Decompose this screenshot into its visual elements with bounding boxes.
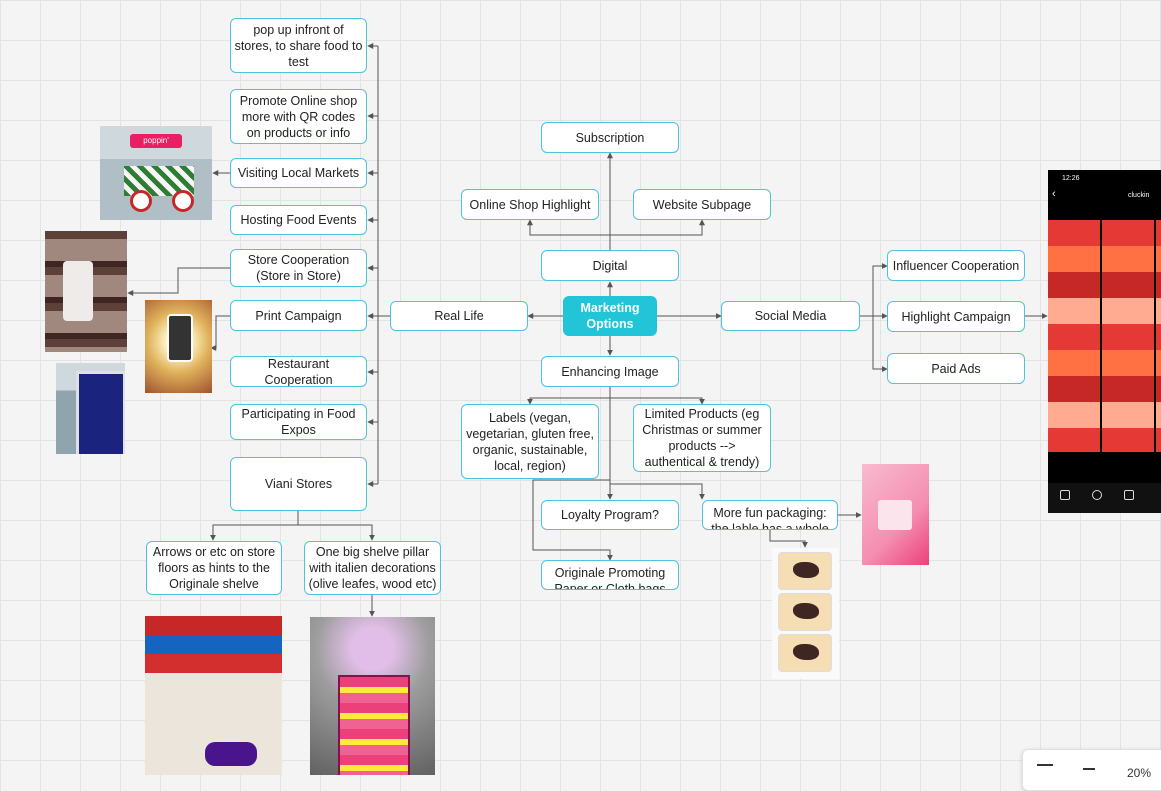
fit-to-screen-icon[interactable] [1037,764,1053,780]
node-labels[interactable]: Labels (vegan, vegetarian, gluten free, … [461,404,599,479]
node-pop-up[interactable]: pop up infront of stores, to share food … [230,18,367,73]
home-icon [1060,490,1070,500]
back-arrow-icon: ‹ [1052,188,1056,200]
phone-handle: cluckin [1128,192,1150,199]
phone-navbar [1048,483,1161,513]
cart-sign: poppin' [130,134,182,148]
zoom-controls: 20% [1022,749,1161,791]
center-node-marketing-options[interactable]: Marketing Options [563,296,657,336]
node-digital[interactable]: Digital [541,250,679,281]
node-restaurant-cooperation[interactable]: Restaurant Cooperation [230,356,367,387]
reels-icon [1124,490,1134,500]
node-online-shop-highlight[interactable]: Online Shop Highlight [461,189,599,220]
zoom-out-icon[interactable] [1083,768,1095,770]
packaging-labels-image[interactable] [772,548,839,679]
node-paid-ads[interactable]: Paid Ads [887,353,1025,384]
node-highlight-campaign[interactable]: Highlight Campaign [887,301,1025,332]
store-shelf-image[interactable] [45,231,127,352]
feed-grid [1048,220,1161,452]
node-website-subpage[interactable]: Website Subpage [633,189,771,220]
floor-arrows-image[interactable] [145,616,282,775]
node-loyalty-program[interactable]: Loyalty Program? [541,500,679,530]
oatly-store-display-image[interactable] [56,363,125,454]
node-shelve-pillar[interactable]: One big shelve pillar with italien decor… [304,541,441,595]
shelf-pillar-display-image[interactable] [310,617,435,775]
display-stand [338,675,410,775]
node-food-expos[interactable]: Participating in Food Expos [230,404,367,440]
market-cart-image[interactable]: poppin' [100,126,212,220]
node-hosting-food-events[interactable]: Hosting Food Events [230,205,367,235]
node-store-cooperation[interactable]: Store Cooperation (Store in Store) [230,249,367,287]
cart-wheel-left [130,190,152,212]
node-limited-products[interactable]: Limited Products (eg Christmas or summer… [633,404,771,472]
node-print-campaign[interactable]: Print Campaign [230,300,367,331]
label-cow [778,634,832,672]
node-enhancing-image[interactable]: Enhancing Image [541,356,679,387]
cart-wheel-right [172,190,194,212]
node-subscription[interactable]: Subscription [541,122,679,153]
label-pig [778,552,832,590]
node-real-life[interactable]: Real Life [390,301,528,331]
search-icon [1092,490,1102,500]
instagram-feed-screenshot[interactable]: 12:26 ‹ cluckin [1048,170,1161,513]
node-promote-online-shop[interactable]: Promote Online shop more with QR codes o… [230,89,367,144]
zoom-level[interactable]: 20% [1127,766,1152,780]
phone-in-hand-image[interactable] [145,300,212,393]
label-chicken [778,593,832,631]
node-visiting-local-markets[interactable]: Visiting Local Markets [230,158,367,188]
phone-time: 12:26 [1062,175,1080,182]
node-fun-packaging[interactable]: More fun packaging: the lable has a whol… [702,500,838,530]
pink-packaging-image[interactable] [862,464,929,565]
node-promoting-bags[interactable]: Originale Promoting Paper or Cloth bags [541,560,679,590]
node-arrows-hints[interactable]: Arrows or etc on store floors as hints t… [146,541,282,595]
node-social-media[interactable]: Social Media [721,301,860,331]
node-influencer-cooperation[interactable]: Influencer Cooperation [887,250,1025,281]
connector-lines [127,43,1048,617]
node-viani-stores[interactable]: Viani Stores [230,457,367,511]
